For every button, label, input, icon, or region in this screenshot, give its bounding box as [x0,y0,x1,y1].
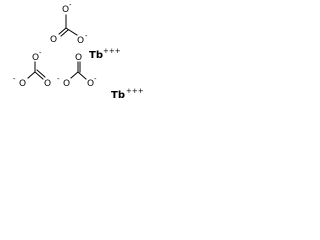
c3-oxygen-left-charge: - [57,75,60,83]
c1-oxygen-top: O [62,5,69,15]
carbonate-ion-1: O - O O - [50,1,88,46]
c2-o-right-double-bond-b [36,69,46,78]
c1-oxygen-left: O [50,35,57,45]
c3-oxygen-right: O [87,79,94,89]
c3-o-right-bond [77,71,87,80]
c3-oxygen-top: O [75,53,82,63]
tb2-symbol: Tb [111,90,125,101]
terbium-ion-2: Tb +++ [111,87,144,101]
c2-oxygen-top-charge: - [39,49,42,57]
c2-o-right-double-bond-a [34,71,44,80]
carbonate-ion-3: O O - O - [57,53,97,89]
tb1-symbol: Tb [89,50,103,61]
c2-oxygen-left: O [19,79,26,89]
c2-oxygen-top: O [32,53,39,63]
c1-o-left-double-bond-b [60,29,69,37]
c1-o-right-bond [65,27,78,36]
c3-o-left-bond [70,71,79,79]
c3-oxygen-right-charge: - [94,75,97,83]
terbium-carbonate-structure: O - O O - O - O - O O O - [13,1,144,101]
c2-oxygen-left-charge: - [13,75,16,83]
terbium-ion-1: Tb +++ [89,47,121,61]
tb1-charge: +++ [103,47,121,55]
c1-oxygen-top-charge: - [69,1,72,9]
c1-oxygen-right: O [77,36,84,46]
c1-o-left-double-bond-a [58,27,67,35]
c2-oxygen-right: O [44,79,51,89]
carbonate-ion-2: O - O - O [13,49,51,89]
tb2-charge: +++ [126,87,144,95]
c3-oxygen-left: O [63,79,70,89]
c2-o-left-bond [27,71,36,79]
structure-canvas: O - O O - O - O - O O O - [0,0,149,102]
c1-oxygen-right-charge: - [85,32,88,40]
